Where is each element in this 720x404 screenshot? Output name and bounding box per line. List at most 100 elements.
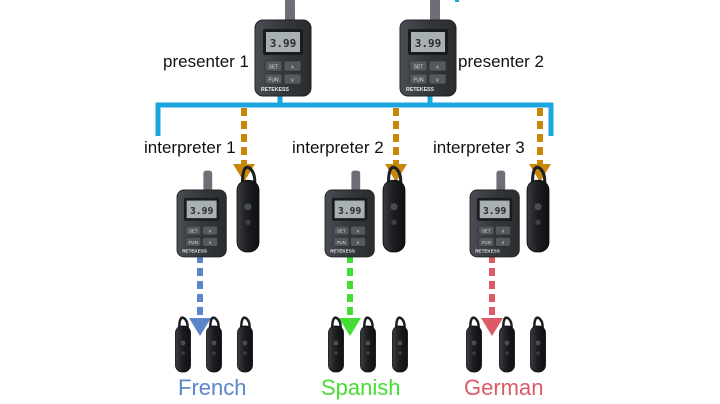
presenter-1-transmitter-antenna bbox=[285, 0, 295, 26]
interpreter-2-earpiece-button bbox=[390, 203, 398, 211]
audience-1-receiver-1 bbox=[175, 316, 191, 373]
interpreter-1-transmitter-antenna bbox=[203, 170, 213, 196]
interpreter-1-transmitter-fun-button bbox=[185, 237, 202, 247]
presenter-1-transmitter-down-button-label: ∨ bbox=[291, 78, 295, 84]
interpreter-3-earpiece-button bbox=[534, 203, 542, 211]
presenter-2-transmitter-set-button bbox=[409, 60, 428, 72]
audience-3-receiver-2-button-2 bbox=[505, 351, 509, 355]
interpreter-2-earpiece bbox=[382, 165, 406, 253]
audience-2-receiver-3-button bbox=[397, 340, 403, 346]
audience-3-receiver-3-hook bbox=[533, 316, 544, 331]
presenter-2-transmitter-lcd bbox=[411, 32, 445, 52]
audience-2-receiver-2-body bbox=[360, 325, 376, 373]
audience-3-receiver-1 bbox=[466, 316, 482, 373]
audience-1-receiver-3 bbox=[237, 316, 253, 373]
interpreter-3-transmitter-set-button-label: SET bbox=[482, 229, 491, 234]
interpreter-1-transmitter-up-button-label: ∧ bbox=[208, 229, 211, 234]
presenter-2-transmitter-set-button-label: SET bbox=[414, 65, 424, 71]
interpreter-3-earpiece-hook bbox=[530, 165, 547, 187]
interpreter-3-transmitter-antenna bbox=[496, 170, 506, 196]
audience-2-receiver-3-body bbox=[392, 325, 408, 373]
audience-2-receiver-2-button-2 bbox=[366, 351, 370, 355]
audience-1-receiver-1-button bbox=[180, 340, 186, 346]
interpreter-3-transmitter-up-button-label: ∧ bbox=[501, 229, 504, 234]
interpreter-1-transmitter-set-button bbox=[185, 225, 202, 236]
presenter-2-transmitter-lcd-text: 3.99 bbox=[415, 37, 442, 50]
interpreter-3-transmitter-up-button bbox=[495, 225, 511, 236]
interpreter-1-transmitter-up-button bbox=[202, 225, 218, 236]
audience-3-receiver-2 bbox=[499, 316, 515, 373]
audience-2-receiver-1-button bbox=[333, 340, 339, 346]
interpreter-1-transmitter-fun-button-label: FUN bbox=[189, 240, 198, 245]
audience-1-receiver-3-button-2 bbox=[243, 351, 247, 355]
arrow-to-audience-2-head bbox=[339, 318, 361, 336]
audience-2-receiver-1-button-2 bbox=[334, 351, 338, 355]
presenter-2-transmitter-up-button-label: ∧ bbox=[436, 65, 440, 71]
interpreter-2-earpiece-body bbox=[382, 179, 406, 253]
presenter-1-transmitter-down-button bbox=[283, 73, 302, 85]
interpreter-1-transmitter-set-button-label: SET bbox=[189, 229, 198, 234]
audience-2-receiver-3 bbox=[392, 316, 408, 373]
audience-3-receiver-2-hook bbox=[502, 316, 513, 331]
interpreter-3-transmitter-lcd-text: 3.99 bbox=[483, 206, 506, 217]
audience-2-receiver-3-hook bbox=[395, 316, 406, 331]
presenter-2-transmitter-fun-button-label: FUN bbox=[413, 78, 424, 84]
audience-1-receiver-2-body bbox=[206, 325, 222, 373]
audience-1-receiver-3-body bbox=[237, 325, 253, 373]
audience-3-receiver-1-button bbox=[471, 340, 477, 346]
interpreter-2-transmitter-brand: RETEKESS bbox=[330, 248, 355, 253]
interpreter-3-transmitter-fun-button bbox=[478, 237, 495, 247]
audience-1-receiver-1-hook bbox=[178, 316, 189, 331]
interpreter-3-label: interpreter 3 bbox=[433, 138, 525, 157]
interpreter-3-transmitter-brand: RETEKESS bbox=[475, 248, 500, 253]
arrow-to-audience-3 bbox=[481, 255, 503, 336]
audience-3-receiver-1-body bbox=[466, 325, 482, 373]
interpreter-2-transmitter-up-button bbox=[350, 225, 366, 236]
interpreter-1-earpiece-body bbox=[236, 179, 260, 253]
audience-2-receiver-2-button bbox=[365, 340, 371, 346]
interpreter-3-earpiece bbox=[526, 165, 550, 253]
presenter-1-label: presenter 1 bbox=[163, 52, 249, 71]
audience-3-receiver-1-button-2 bbox=[472, 351, 476, 355]
interpreter-3-transmitter-down-button-label: ∨ bbox=[501, 240, 504, 245]
audience-1-receiver-2 bbox=[206, 316, 222, 373]
interpreter-1-earpiece-button bbox=[244, 203, 252, 211]
interpreter-3-earpiece-button-2 bbox=[535, 219, 541, 225]
interpreter-1-transmitter-lcd bbox=[186, 200, 217, 219]
audience-3-receiver-3-button bbox=[535, 340, 541, 346]
presenter-1-transmitter-fun-button bbox=[264, 73, 283, 85]
interpreter-1-label: interpreter 1 bbox=[144, 138, 236, 157]
audience-2-receiver-1 bbox=[328, 316, 344, 373]
presenter-1-transmitter-set-button-label: SET bbox=[269, 65, 279, 71]
presenter-1-transmitter-lcd-text: 3.99 bbox=[270, 37, 297, 50]
audience-2-receiver-1-hook bbox=[331, 316, 342, 331]
arrow-to-audience-2 bbox=[339, 255, 361, 336]
interpreter-1-transmitter-lcd-text: 3.99 bbox=[190, 206, 213, 217]
interpreter-3-transmitter-fun-button-label: FUN bbox=[482, 240, 491, 245]
audience-3-receiver-3 bbox=[530, 316, 546, 373]
audience-3-receiver-3-button-2 bbox=[536, 351, 540, 355]
interpreter-3-transmitter-down-button bbox=[495, 237, 511, 247]
interpreter-2-label: interpreter 2 bbox=[292, 138, 384, 157]
presenter-2-transmitter-down-button-label: ∨ bbox=[436, 78, 440, 84]
arrow-to-audience-1-head bbox=[189, 318, 211, 336]
interpreter-2-transmitter-down-button bbox=[350, 237, 366, 247]
audience-3-receiver-1-hook bbox=[469, 316, 480, 331]
audience-1-receiver-3-hook bbox=[240, 316, 251, 331]
audience-1-receiver-2-button-2 bbox=[212, 351, 216, 355]
interpreter-1-earpiece-button-2 bbox=[245, 219, 251, 225]
interpreter-2-transmitter-up-button-label: ∧ bbox=[356, 229, 359, 234]
interpreter-2-transmitter-lcd bbox=[334, 200, 365, 219]
interpreter-1-transmitter-down-button bbox=[202, 237, 218, 247]
presenter-2-transmitter-fun-button bbox=[409, 73, 428, 85]
presenter-1-transmitter-brand: RETEKESS bbox=[261, 87, 290, 93]
interpreter-1-transmitter-down-button-label: ∨ bbox=[208, 240, 211, 245]
language-french-label: French bbox=[178, 375, 247, 400]
interpreter-1-transmitter-brand: RETEKESS bbox=[182, 248, 207, 253]
arrow-to-audience-3-head bbox=[481, 318, 503, 336]
